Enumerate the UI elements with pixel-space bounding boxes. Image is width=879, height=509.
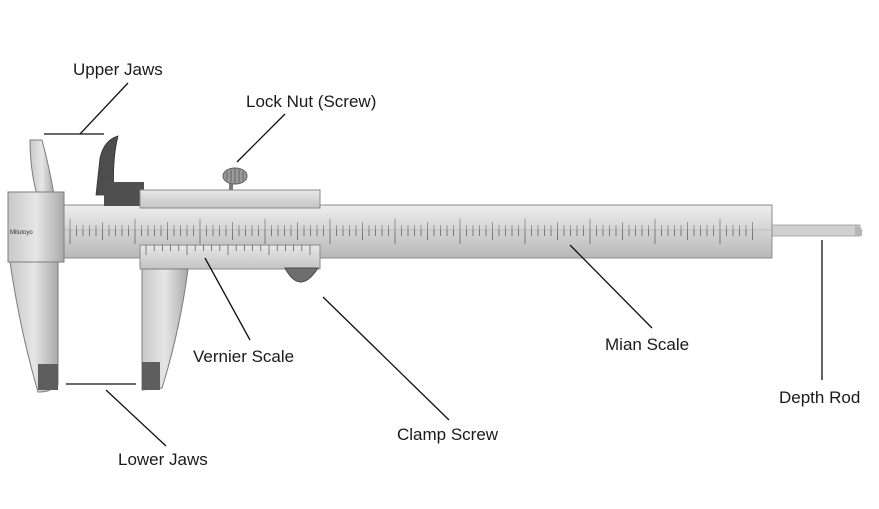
label-main-scale: Mian Scale <box>605 335 690 354</box>
vernier-scale-leader <box>204 257 251 341</box>
lock-nut-leader <box>236 113 286 163</box>
label-depth-rod: Depth Rod <box>779 388 861 407</box>
upper-jaws-leader <box>79 82 129 135</box>
label-upper-jaws: Upper Jaws <box>73 60 163 79</box>
vernier-scale-ticks <box>145 245 311 255</box>
lower-jaws-leader <box>105 389 167 447</box>
label-lock-nut: Lock Nut (Screw) <box>246 92 377 111</box>
label-lower-jaws: Lower Jaws <box>118 450 208 469</box>
main-scale-ticks <box>69 218 753 244</box>
depth-rod <box>769 224 862 237</box>
brand-text: Mitutoyo <box>10 230 33 236</box>
label-vernier-scale: Vernier Scale <box>193 347 295 366</box>
sliding-jaw-assembly <box>95 135 321 391</box>
fixed-jaw-assembly <box>7 139 65 393</box>
clamp-screw-leader <box>322 296 450 421</box>
main-scale-leader <box>569 244 653 329</box>
label-clamp-screw: Clamp Screw <box>397 425 499 444</box>
leader-lines <box>44 82 823 447</box>
